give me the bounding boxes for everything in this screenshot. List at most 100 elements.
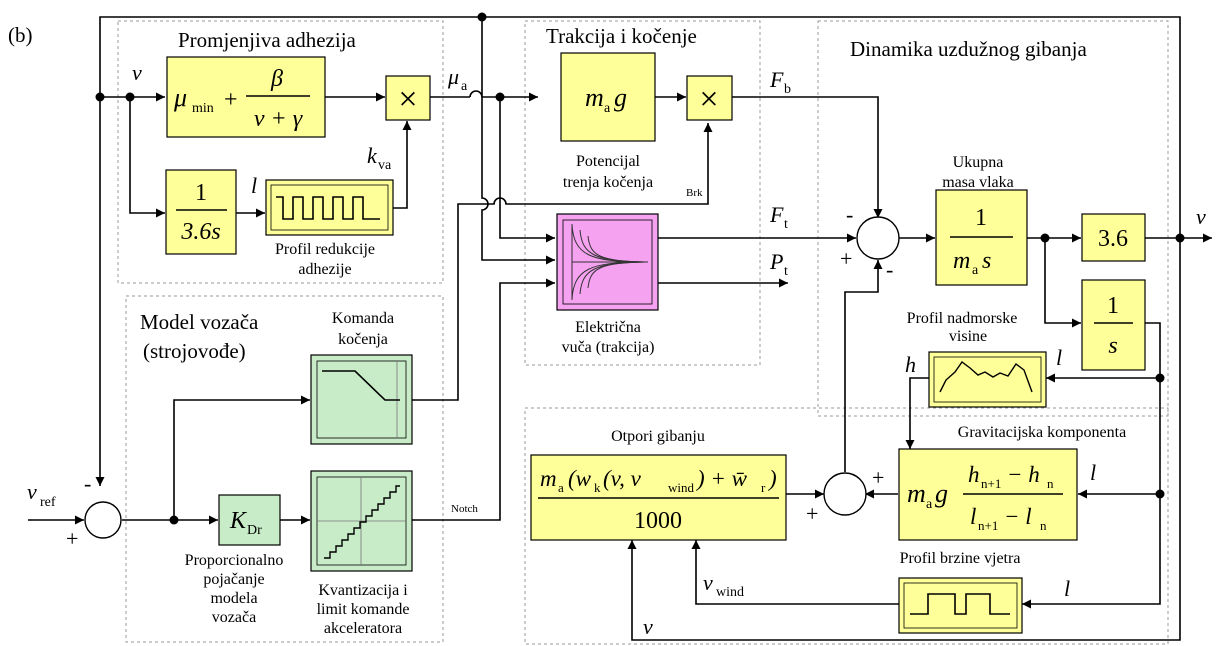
res-close: )	[767, 466, 777, 491]
junction-dot	[1155, 489, 1165, 499]
regions	[117, 20, 1169, 645]
wind-profile-block[interactable]	[898, 577, 1023, 634]
caption-electric-1: Električna	[575, 319, 641, 336]
altitude-curve-icon	[939, 361, 1033, 393]
label-fb-sub: b	[784, 82, 791, 97]
quantization-block[interactable]	[310, 470, 413, 572]
label-kva: k	[367, 143, 378, 168]
gravity-l1-sub: n+1	[978, 518, 998, 533]
brake-command-block[interactable]	[310, 354, 413, 445]
region-title-adhesion: Promjenjiva adhezija	[178, 28, 357, 52]
label-l-altitude: l	[1056, 345, 1062, 370]
junction-dot	[169, 515, 179, 525]
label-mu-a-sub: a	[461, 79, 468, 94]
label-pt-sub: t	[784, 264, 788, 279]
integrator-s-block[interactable]: 1 s	[1081, 279, 1146, 371]
caption-wind: Profil brzine vjetra	[900, 550, 1021, 567]
wind-wave-icon	[910, 593, 1010, 615]
gravity-l2-sub: n	[1040, 518, 1047, 533]
sign-minus-sum1: -	[84, 471, 91, 496]
gravity-l2: − l	[1004, 504, 1032, 529]
caption-gravity: Gravitacijska komponenta	[958, 424, 1126, 441]
resistance-block[interactable]: m a (w k (v, v wind ) + w̄ r ) 1000	[530, 454, 787, 541]
caption-friction-2: trenja kočenja	[563, 174, 653, 191]
junction-dot	[477, 12, 487, 22]
integrator-36s-block[interactable]: 1 3.6s	[165, 169, 237, 255]
mag-block[interactable]: m a g	[560, 52, 656, 142]
resistance-sum-junction[interactable]	[823, 472, 867, 516]
label-fb: F	[769, 67, 784, 92]
plus-sign: +	[224, 87, 238, 113]
res-m-sub: a	[558, 480, 564, 495]
junction-dot	[495, 92, 505, 102]
total-mass-den-m: m	[953, 248, 970, 274]
junction-dot	[125, 92, 135, 102]
gravity-h1-sub: n+1	[981, 476, 1001, 491]
label-vwind-sub: wind	[716, 585, 744, 600]
label-vref: v	[27, 479, 37, 504]
error-sum-junction[interactable]	[84, 501, 122, 539]
label-v-adhesion: v	[132, 60, 142, 85]
caption-altitude-1: Profil nadmorske	[907, 310, 1018, 327]
adhesion-formula-block[interactable]: μ min + β v + γ	[166, 56, 326, 138]
integrator-s-numerator: 1	[1107, 293, 1119, 319]
multiply-icon: ×	[699, 81, 718, 118]
caption-total-mass-1: Ukupna	[953, 154, 1004, 171]
label-l-wind: l	[1064, 576, 1070, 601]
caption-proportional-3: modela	[210, 590, 257, 607]
label-vref-sub: ref	[40, 495, 56, 510]
label-v-bottom: v	[643, 614, 653, 639]
label-l-gravity: l	[1090, 460, 1096, 485]
res-tail: ) + w̄	[695, 466, 748, 491]
multiply-block-adhesion[interactable]: ×	[385, 75, 431, 121]
adhesion-profile-block[interactable]	[265, 179, 394, 236]
integrator-numerator: 1	[195, 180, 207, 206]
multiply-block-braking[interactable]: ×	[686, 75, 733, 121]
junction-dot	[1155, 373, 1165, 383]
res-r: r	[761, 480, 766, 495]
total-mass-block[interactable]: 1 m a s	[935, 189, 1028, 286]
gravity-block[interactable]: m a g h n+1 − h n l n+1 − l n	[898, 448, 1078, 541]
mag-sub: a	[604, 101, 611, 116]
caption-adhesion-profile-1: Profil redukcije	[275, 241, 375, 258]
region-traction	[524, 20, 761, 366]
caption-resistance: Otpori gibanju	[611, 428, 705, 445]
mag-m: m	[585, 83, 604, 112]
captions: Profil redukcije adhezije Potencijal tre…	[185, 153, 1127, 637]
region-title-driver-1: Model vozača	[140, 310, 259, 334]
altitude-profile-block[interactable]	[928, 351, 1047, 408]
electric-traction-block[interactable]	[556, 213, 659, 311]
label-ft: F	[769, 202, 784, 227]
res-denominator: 1000	[634, 508, 682, 534]
junction-dot	[1175, 233, 1185, 243]
res-k: k	[594, 480, 601, 495]
staircase-icon	[324, 485, 400, 559]
gain-36-block[interactable]: 3.6	[1081, 213, 1146, 262]
main-sum-junction[interactable]	[856, 216, 900, 260]
sign-plus-sum1: +	[66, 526, 78, 551]
signal-lines	[28, 16, 1212, 641]
caption-quantization-1: Kvantizacija i	[318, 582, 408, 599]
region-dynamics	[817, 20, 1169, 417]
kdr-k: K	[229, 508, 248, 534]
region-adhesion	[117, 20, 444, 284]
res-args: (v, v	[603, 466, 642, 491]
mu-min-symbol: μ	[173, 83, 187, 112]
label-kva-sub: va	[378, 158, 392, 173]
square-wave-icon	[276, 196, 380, 220]
kdr-gain-block[interactable]: K Dr	[218, 494, 281, 546]
gravity-m: m	[907, 479, 926, 508]
gravity-l1: l	[970, 504, 976, 529]
caption-proportional-1: Proporcionalno	[185, 552, 284, 569]
traction-curves-icon	[571, 224, 648, 300]
label-l-adhesion: l	[251, 173, 257, 198]
label-brk: Brk	[686, 187, 703, 199]
region-driver	[125, 295, 444, 643]
caption-brake-1: Komanda	[332, 310, 394, 327]
caption-quantization-2: limit komande	[317, 601, 410, 618]
label-notch: Notch	[451, 503, 478, 515]
caption-proportional-2: pojačanje	[203, 571, 264, 588]
junction-dots	[95, 12, 1185, 525]
caption-electric-2: vuča (trakcija)	[562, 339, 655, 356]
